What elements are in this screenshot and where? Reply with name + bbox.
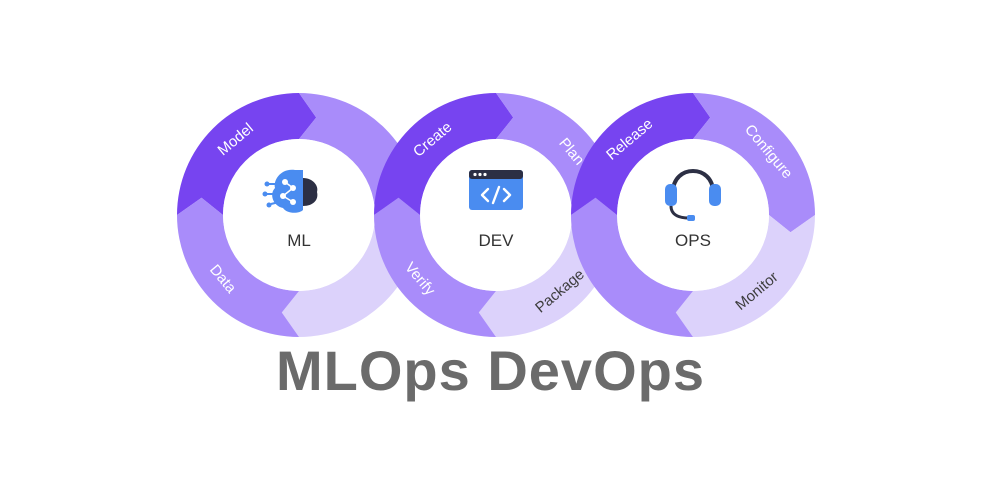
ml-center-label: ML [287,231,311,250]
headset-icon [665,169,721,221]
ml-loop: Model Data ML [177,93,421,337]
ml-segment-data [177,197,299,337]
dev-center [420,139,572,291]
ml-center [223,139,375,291]
dev-segment-verify [374,197,496,337]
ml-segment-model [177,93,317,215]
ops-loop: Release Configure Monitor OPS [571,93,815,337]
ops-segment-bottom-left [571,197,693,337]
ops-segment-monitor [675,215,815,337]
dev-center-label: DEV [479,231,515,250]
dev-loop: Create Plan Package Verify DEV [374,93,618,337]
brain-network-icon [262,169,318,213]
main-title: MLOps DevOps [276,339,705,402]
code-window-icon [469,170,523,210]
dev-segment-create [374,93,514,215]
ops-segment-configure [693,93,815,233]
ops-center-label: OPS [675,231,711,250]
ops-segment-release [571,93,711,215]
